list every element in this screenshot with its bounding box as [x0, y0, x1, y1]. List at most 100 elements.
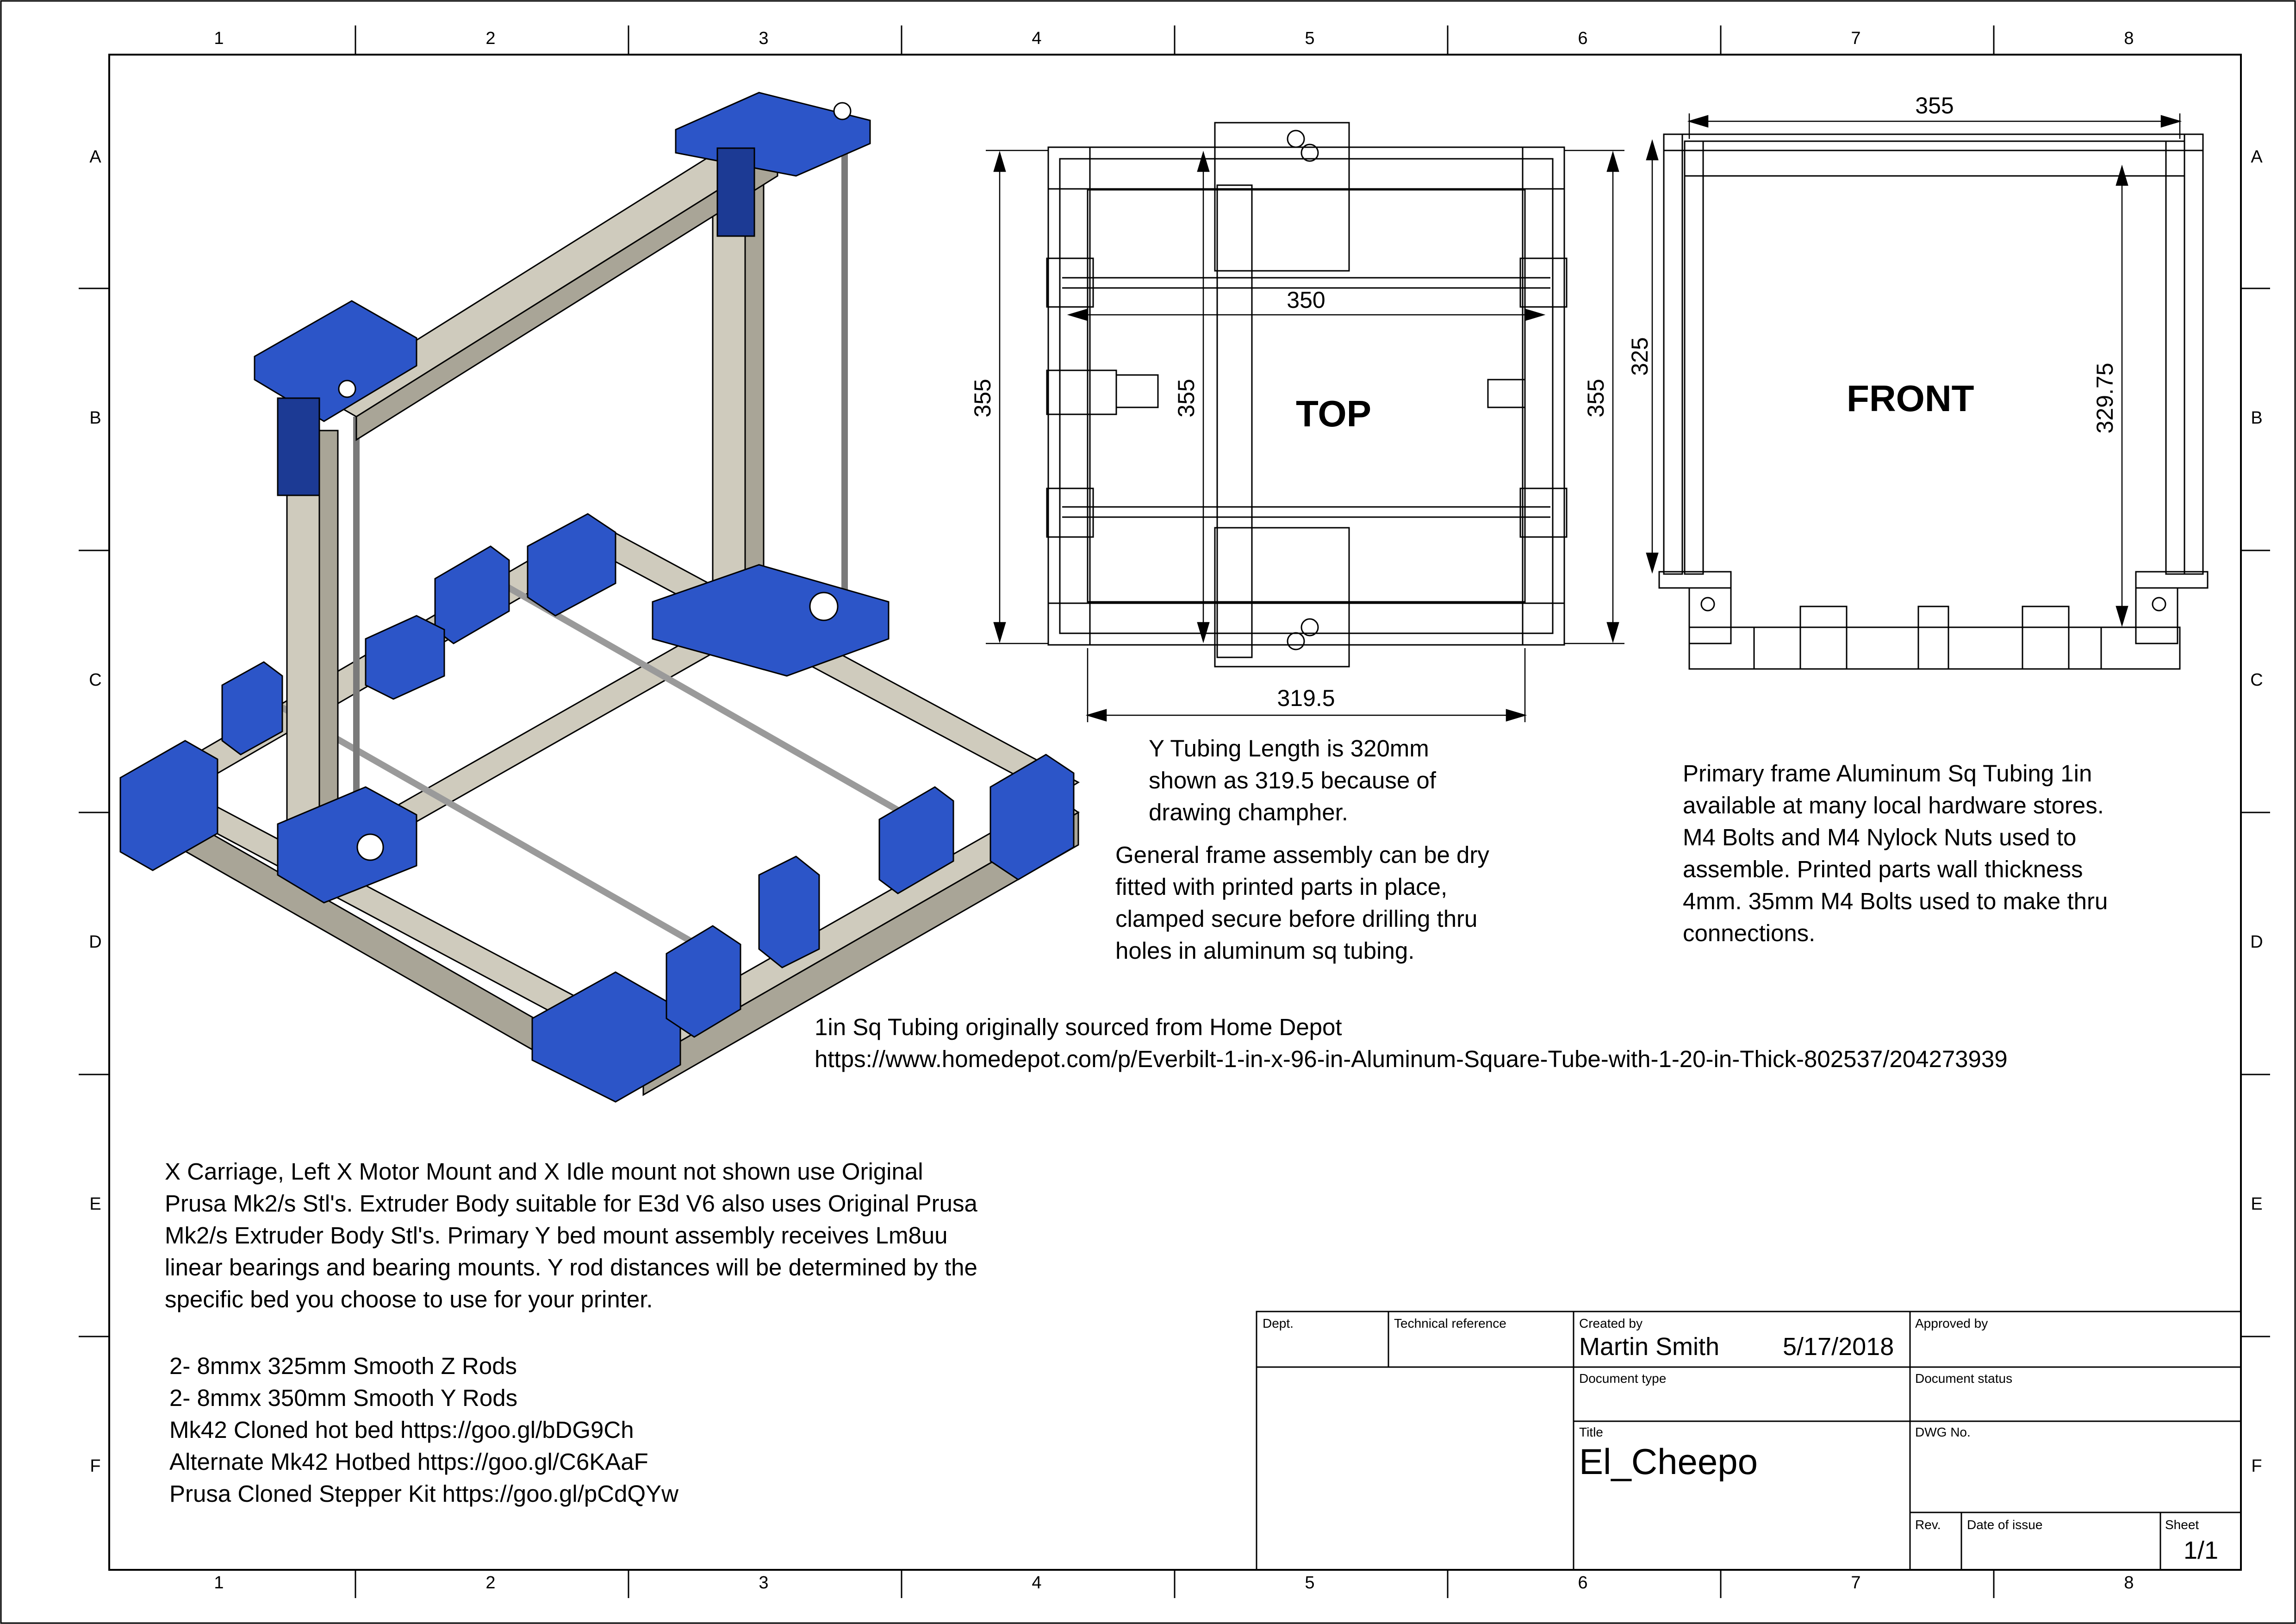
note-line: linear bearings and bearing mounts. Y ro… — [165, 1254, 977, 1280]
iso-corner-bracket-1 — [119, 740, 218, 871]
zone-row-label: A — [89, 147, 101, 167]
created-by-value: Martin Smith — [1579, 1333, 1720, 1361]
drawing-title: El_Cheepo — [1579, 1441, 1758, 1482]
note-line: General frame assembly can be dry — [1115, 842, 1489, 868]
note-y-tubing: Y Tubing Length is 320mm shown as 319.5 … — [1149, 732, 1436, 828]
note-x-carriage: X Carriage, Left X Motor Mount and X Idl… — [165, 1156, 977, 1315]
dim-front-width: 355 — [1915, 93, 1954, 119]
zone-row-label: F — [90, 1456, 101, 1476]
zone-col-label: 7 — [1851, 29, 1861, 48]
zone-col-label: 1 — [214, 1573, 224, 1593]
zone-ticks — [79, 25, 2270, 1598]
parts-list-item[interactable]: Mk42 Cloned hot bed https://goo.gl/bDG9C… — [169, 1417, 634, 1443]
zone-col-label: 8 — [2124, 29, 2134, 48]
iso-upright-left-side — [318, 430, 339, 862]
iso-top-bracket-right-drop — [716, 147, 755, 237]
sourcing-link[interactable]: https://www.homedepot.com/p/Everbilt-1-i… — [815, 1046, 2008, 1072]
note-primary-frame: Primary frame Aluminum Sq Tubing 1in ava… — [1683, 757, 2108, 949]
dim-front-height: 325 — [1627, 337, 1653, 375]
front-view-dimension-labels: 355 325 329.75 — [1627, 93, 2118, 433]
note-line: connections. — [1683, 920, 1816, 946]
zone-col-label: 5 — [1305, 1573, 1315, 1593]
front-view — [1658, 133, 2209, 670]
note-line: clamped secure before drilling thru — [1115, 906, 1478, 932]
zone-row-label: B — [2251, 408, 2263, 428]
zone-col-label: 2 — [485, 1573, 496, 1593]
iso-rod-mount-4 — [666, 925, 741, 1038]
zone-col-label: 4 — [1032, 1573, 1042, 1593]
iso-top-bracket-left — [254, 300, 417, 422]
note-line: 4mm. 35mm M4 Bolts used to make thru — [1683, 888, 2108, 914]
created-date: 5/17/2018 — [1783, 1333, 1894, 1361]
dim-front-inner-height: 329.75 — [2092, 363, 2118, 434]
note-parts-list: 2- 8mmx 325mm Smooth Z Rods 2- 8mmx 350m… — [169, 1350, 678, 1510]
title-label: Title — [1579, 1425, 1603, 1439]
zone-row-label: E — [2251, 1194, 2263, 1214]
top-view — [1046, 122, 1568, 668]
iso-base-bracket-left — [277, 786, 417, 904]
iso-corner-bracket-3 — [989, 754, 1075, 881]
iso-base-bracket-right — [652, 564, 890, 677]
zone-col-label: 3 — [759, 1573, 769, 1593]
parts-list-item: 2- 8mmx 350mm Smooth Y Rods — [169, 1385, 518, 1411]
note-line: X Carriage, Left X Motor Mount and X Idl… — [165, 1158, 923, 1185]
note-line: M4 Bolts and M4 Nylock Nuts used to — [1683, 824, 2077, 850]
note-line: Y Tubing Length is 320mm — [1149, 735, 1429, 762]
iso-rod-mount-2 — [221, 661, 283, 756]
technical-reference-label: Technical reference — [1394, 1316, 1506, 1330]
note-line: 1in Sq Tubing originally sourced from Ho… — [815, 1014, 1342, 1040]
zone-col-label: 2 — [485, 29, 496, 48]
iso-rod-mount-3 — [878, 786, 954, 894]
zone-row-label: A — [2251, 147, 2263, 167]
note-line: drawing champher. — [1149, 799, 1348, 825]
zone-col-label: 7 — [1851, 1573, 1861, 1593]
note-sourcing: 1in Sq Tubing originally sourced from Ho… — [815, 1011, 2008, 1075]
dept-label: Dept. — [1263, 1316, 1294, 1330]
dim-top-overall-height: 355 — [970, 379, 996, 417]
iso-top-bar-side — [355, 151, 778, 441]
note-line: fitted with printed parts in place, — [1115, 874, 1448, 900]
approved-by-label: Approved by — [1915, 1316, 1988, 1330]
zone-col-label: 8 — [2124, 1573, 2134, 1593]
parts-list-item[interactable]: Alternate Mk42 Hotbed https://goo.gl/C6K… — [169, 1449, 648, 1475]
iso-rod-mount-1 — [434, 545, 510, 644]
sheet-label: Sheet — [2165, 1518, 2199, 1532]
title-block-grid — [1256, 1311, 2242, 1571]
front-view-dimensions — [1646, 113, 2182, 627]
dim-top-rod-width: 350 — [1287, 287, 1325, 313]
note-line: available at many local hardware stores. — [1683, 792, 2104, 818]
document-type-label: Document type — [1579, 1371, 1667, 1386]
sheet-value: 1/1 — [2184, 1537, 2219, 1564]
note-line: holes in aluminum sq tubing. — [1115, 937, 1415, 964]
iso-top-bracket-left-drop — [277, 397, 320, 496]
zone-row-label: F — [2251, 1456, 2262, 1476]
zone-col-label: 4 — [1032, 29, 1042, 48]
top-view-dimension-labels: 355 355 355 350 319.5 — [970, 287, 1609, 711]
note-line: Prusa Mk2/s Stl's. Extruder Body suitabl… — [165, 1190, 977, 1217]
dwg-no-label: DWG No. — [1915, 1425, 1971, 1439]
zone-row-label: D — [2250, 932, 2263, 952]
created-by-label: Created by — [1579, 1316, 1643, 1330]
note-line: specific bed you choose to use for your … — [165, 1286, 653, 1312]
note-line: Primary frame Aluminum Sq Tubing 1in — [1683, 760, 2092, 787]
date-of-issue-label: Date of issue — [1967, 1518, 2043, 1532]
note-frame-assembly: General frame assembly can be dry fitted… — [1115, 839, 1489, 967]
dim-top-right-height: 355 — [1583, 379, 1609, 417]
isometric-frame-view — [119, 92, 1080, 1103]
top-view-dimensions — [986, 150, 1624, 722]
zone-row-label: D — [89, 932, 102, 952]
zone-row-label: C — [2250, 670, 2263, 690]
zone-row-label: E — [89, 1194, 101, 1214]
zone-col-label: 1 — [214, 29, 224, 48]
parts-list-item: 2- 8mmx 325mm Smooth Z Rods — [169, 1353, 517, 1379]
rev-label: Rev. — [1915, 1518, 1941, 1532]
zone-col-label: 3 — [759, 29, 769, 48]
zone-row-label: C — [89, 670, 102, 690]
note-line: shown as 319.5 because of — [1149, 767, 1436, 793]
zone-col-label: 6 — [1578, 29, 1588, 48]
note-line: assemble. Printed parts wall thickness — [1683, 856, 2083, 882]
iso-y-idler-mount — [758, 856, 820, 968]
parts-list-item[interactable]: Prusa Cloned Stepper Kit https://goo.gl/… — [169, 1480, 678, 1507]
